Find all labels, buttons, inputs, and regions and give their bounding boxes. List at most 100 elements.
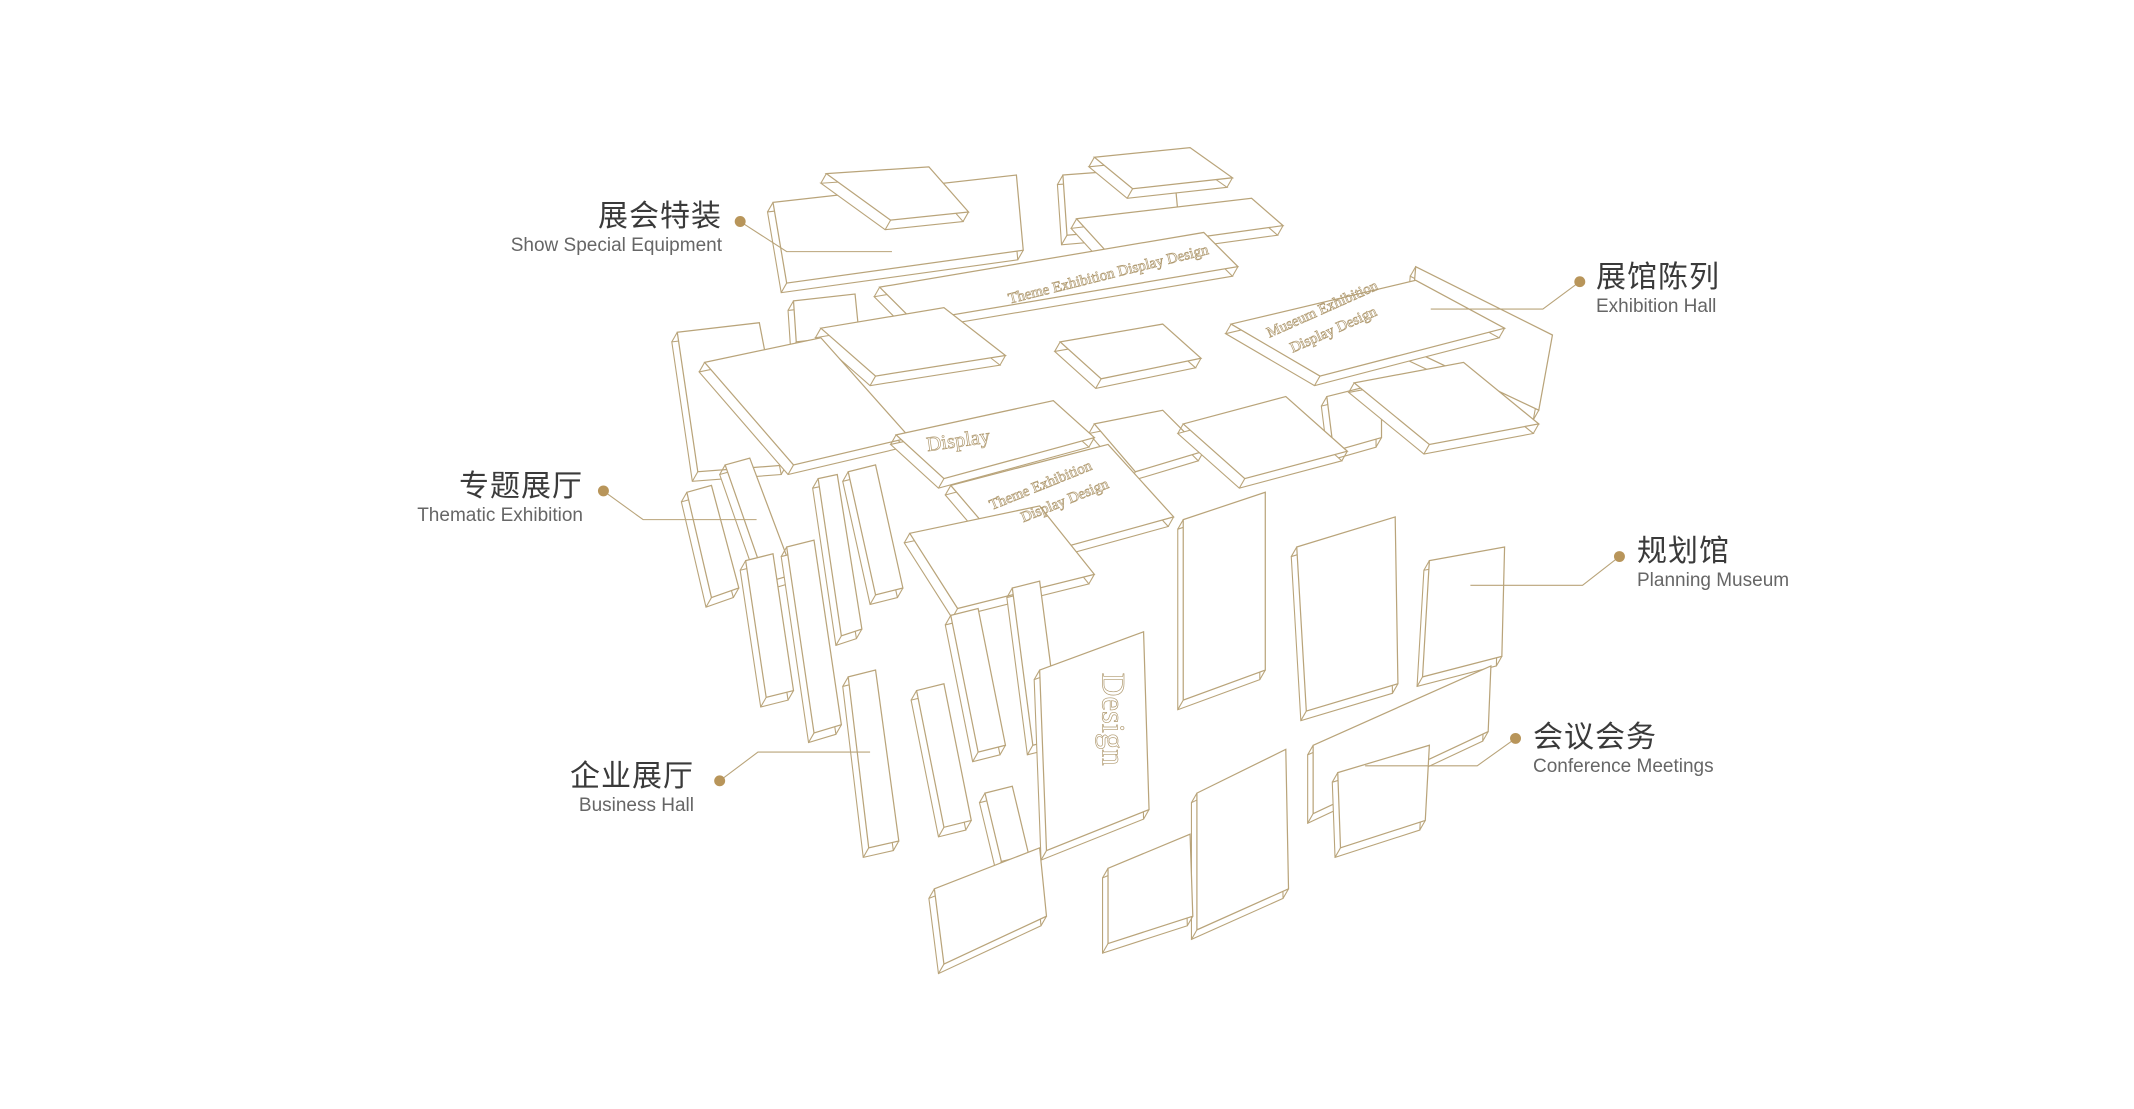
slab-edge-line [1419,820,1426,831]
slab-edge-line [808,732,815,743]
dot-exhibition-hall [1574,276,1586,288]
slab-edge-line [1423,444,1430,455]
slab-edge-line [1259,669,1266,680]
slab-edge-line [1300,710,1307,721]
slab-edge-line [680,492,688,503]
slab-face [1229,279,1507,377]
slab-edge-line [1102,868,1109,879]
slab-edge-line [1054,341,1061,352]
slab-edge-line [767,202,774,213]
slab-edge-line [1177,423,1184,434]
slab-edge-line [814,327,822,339]
slab-edge-line [869,375,877,386]
cube-slabs [671,147,1554,975]
slab-edge-line [1225,323,1232,334]
slab-face [847,464,904,596]
slab-edge-line [1331,772,1339,783]
slab-edge-line [787,464,794,475]
slab-edge-line [862,847,870,858]
slab-face [824,166,970,221]
slab-face [894,399,1096,480]
slab-edge-line [1348,382,1355,393]
slab-edge-line [1056,174,1064,185]
slab-edge-line [965,820,972,831]
slab-edge-line [999,744,1006,756]
slab-edge-line [1177,699,1184,710]
slab-edge-line [1190,929,1198,940]
slab-edge-line [842,676,849,687]
slab-edge-line [1498,327,1506,339]
leader-thematic [603,490,757,521]
slab-face [1075,197,1285,251]
leader-show-special [739,221,892,253]
slab-edge-line [1177,519,1184,530]
slab-face [817,473,863,637]
slab-edge-line [787,300,794,311]
slab-edge-line [1282,888,1290,899]
slab-edge-line [892,840,900,851]
slab-edge-line [1033,669,1041,680]
label-zh: 展会特装 [598,199,722,234]
leader-conference [1365,737,1516,767]
slab-edge-line [1195,357,1202,369]
slab-edge-line [698,362,706,373]
leader-exhibition-hall [1430,281,1581,310]
slab-face [1039,630,1150,852]
slab-edge-line [1040,850,1047,861]
slab-edge-line [835,724,842,735]
slab-edge-line [780,282,788,293]
label-business-hall: 企业展厅 Business Hall [570,760,694,818]
slab-edge-line [1095,378,1102,389]
slab-face [878,231,1240,323]
slab-face [785,539,843,734]
slab-edge-line [1026,744,1034,756]
slab-face [950,607,1007,753]
slab-edge-line [1167,516,1175,527]
label-en: Planning Museum [1637,570,1790,591]
label-exhibition-hall: 展馆陈列 Exhibition Hall [1596,261,1720,319]
label-thematic-exhibition: 专题展厅 Thematic Exhibition [417,470,583,528]
slab-edge-line [910,690,918,701]
slab-edge-line [739,560,747,571]
slab-edge-line [1290,546,1298,557]
slab-edge-line [787,690,794,701]
slab-face [1107,833,1194,945]
dot-planning [1613,551,1625,563]
slab-edge-line [928,888,935,899]
slab-edge-line [1226,177,1233,188]
dot-business [714,775,726,787]
slab-edge-line [979,792,986,803]
slab-edge-line [835,635,842,646]
slab-edge-line [999,355,1006,366]
slab-edge-line [937,963,945,974]
slab-edge-line [1482,731,1489,742]
slab-face [1337,744,1431,849]
slab-face [686,484,740,599]
slab-edge-line [1070,218,1078,229]
slab-edge-line [869,594,877,605]
slab-face [908,505,1096,610]
slab-face [847,669,900,849]
slab-edge-line [903,533,911,544]
slab-edge-line [1341,450,1348,462]
slab-edge-line [1190,792,1198,803]
slab-edge-line [1088,437,1095,448]
slab-text-design: Design [1095,673,1131,766]
slab-edge-line [1307,813,1314,824]
slab-edge-line [884,219,892,231]
label-en: Thematic Exhibition [417,505,583,526]
slab-edge-line [890,434,897,445]
slab-edge-line [1423,560,1430,571]
slab-edge-line [719,464,726,475]
slab-edge-line [1088,156,1095,168]
slab-face [819,307,1007,377]
slab-edge-line [937,827,945,838]
slab-edge-line [1320,396,1328,407]
slab-edge-line [1231,266,1239,277]
slab-edge-line [1532,423,1540,434]
slab-edge-line [896,587,904,598]
slab-edge-line [1126,188,1134,199]
slab-edge-line [873,286,881,298]
slab-edge-line [691,471,699,482]
slab-edge-line [842,471,849,482]
